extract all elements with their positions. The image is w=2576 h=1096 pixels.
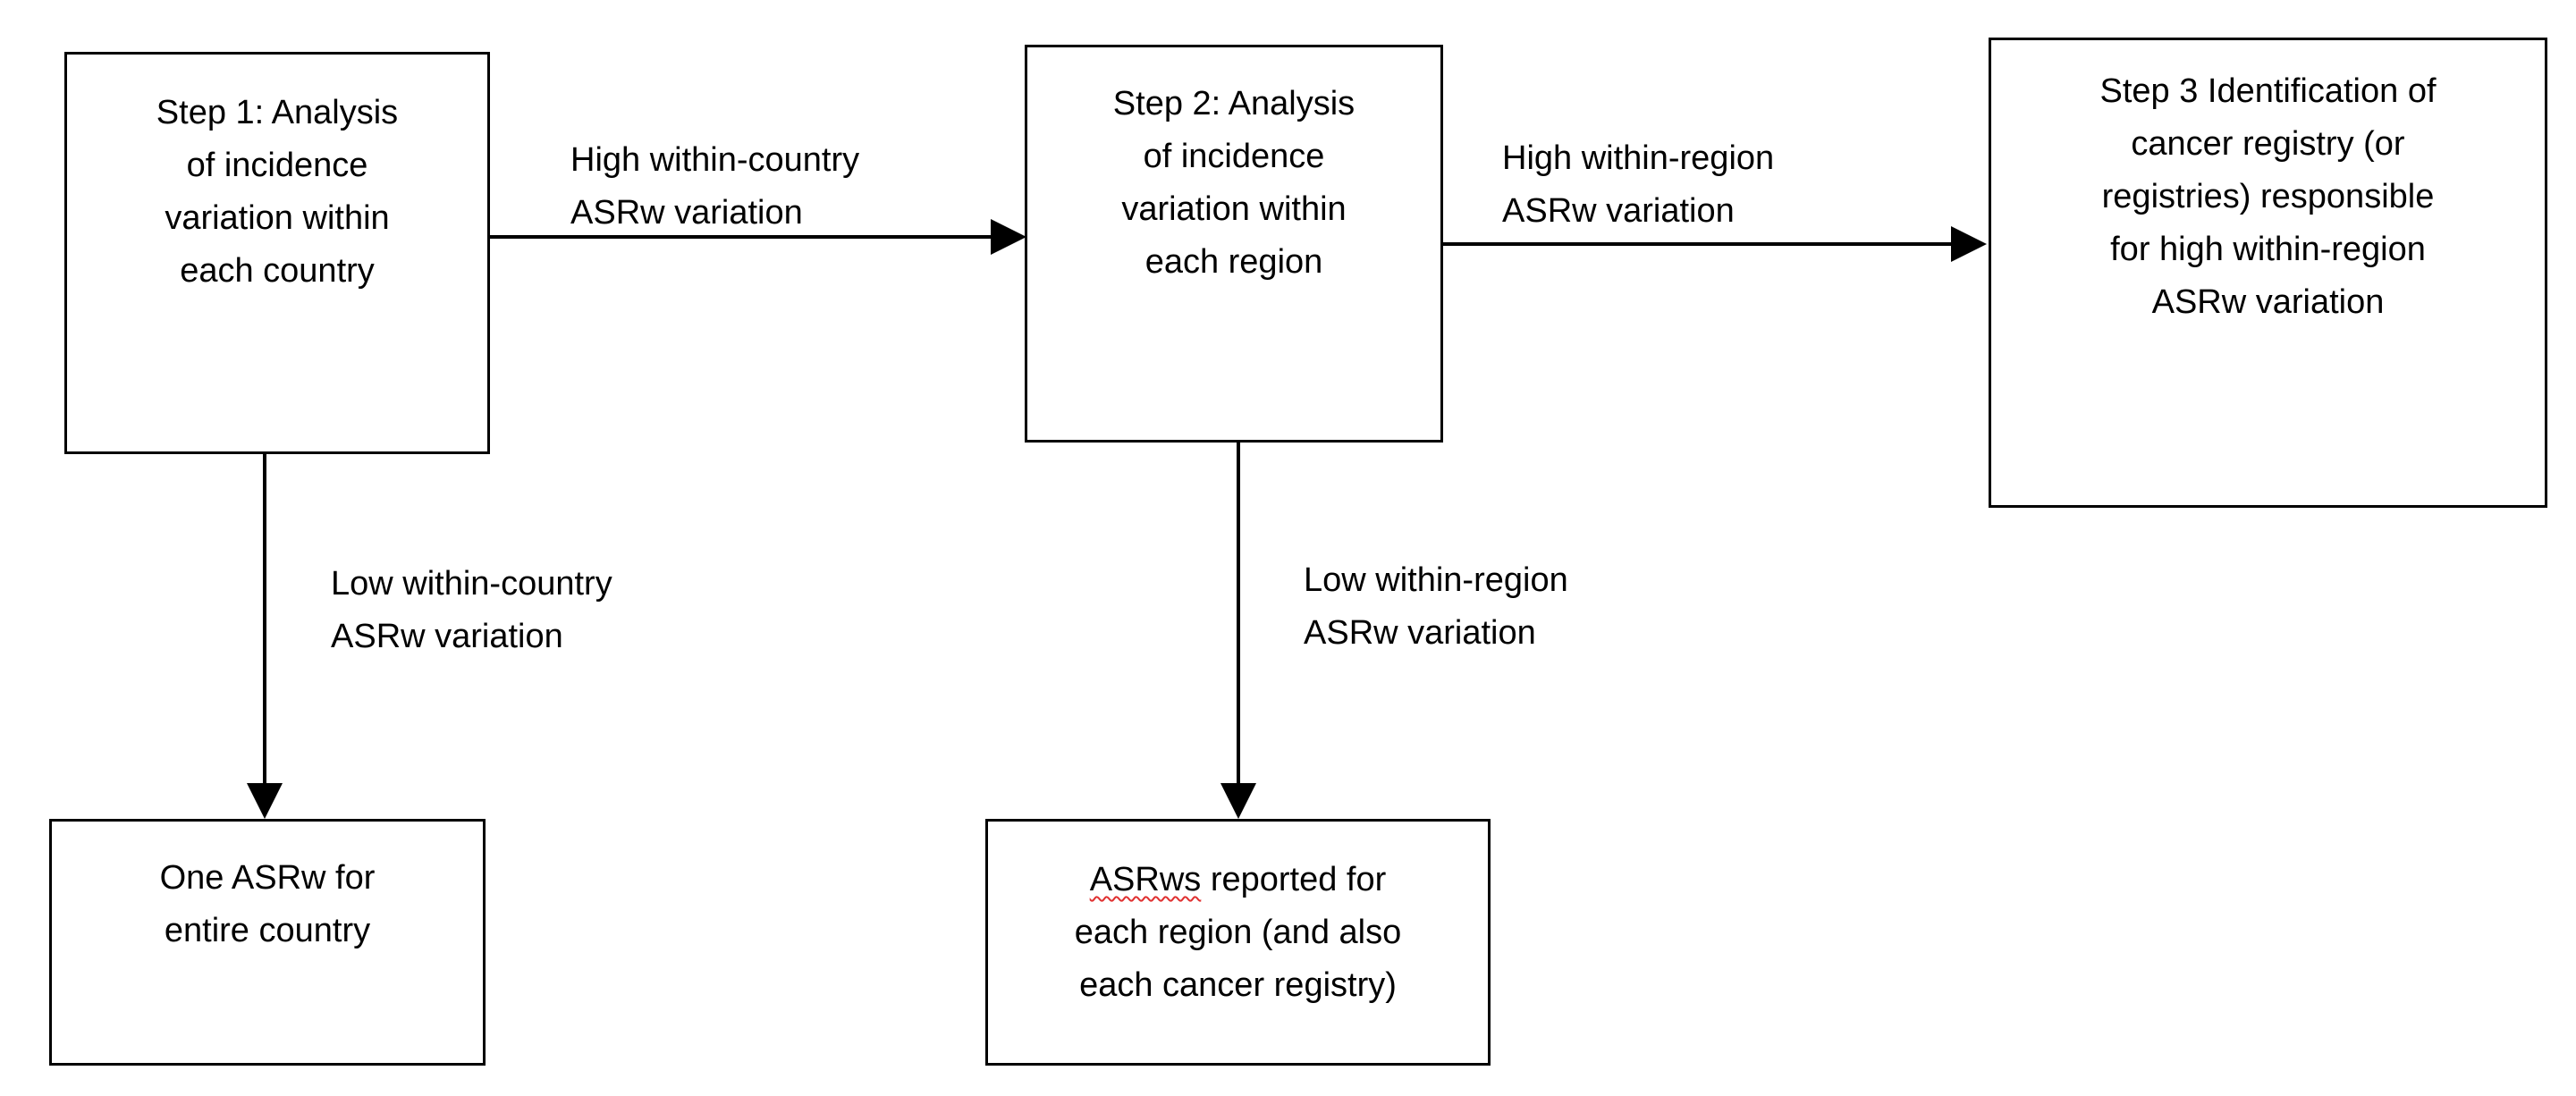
step1-box: Step 1: Analysis of incidence variation … xyxy=(64,52,490,454)
edge-label-low-within-country: Low within-country ASRw variation xyxy=(331,558,612,663)
one-asrw-line: entire country xyxy=(164,912,371,949)
edge-label-line: ASRw variation xyxy=(570,194,803,232)
step3-line: ASRw variation xyxy=(2151,283,2385,321)
asrws-reported-line: ASRws reported for xyxy=(1075,854,1401,906)
asrws-reported-line1-rest: reported for xyxy=(1201,861,1387,898)
step1-line: variation within xyxy=(165,199,390,237)
edge-label-line: High within-country xyxy=(570,141,860,179)
one-asrw-text: One ASRw for entire country xyxy=(160,852,376,1063)
asrws-reported-box: ASRws reported for each region (and also… xyxy=(985,819,1491,1066)
step2-line: of incidence xyxy=(1143,138,1325,175)
edge-label-line: Low within-region xyxy=(1304,561,1568,599)
step3-line: Step 3 Identification of xyxy=(2099,72,2437,110)
edge-label-line: ASRw variation xyxy=(1304,614,1536,652)
step2-line: variation within xyxy=(1121,190,1347,228)
edge-label-line: High within-region xyxy=(1502,139,1775,177)
edge-label-high-within-country: High within-country ASRw variation xyxy=(570,134,859,240)
step2-text: Step 2: Analysis of incidence variation … xyxy=(1113,78,1355,440)
asrws-reported-line: each cancer registry) xyxy=(1079,966,1397,1004)
edge-label-low-within-region: Low within-region ASRw variation xyxy=(1304,554,1568,660)
edge-label-line: Low within-country xyxy=(331,565,612,603)
step2-box: Step 2: Analysis of incidence variation … xyxy=(1025,45,1443,443)
step2-line: each region xyxy=(1144,243,1323,281)
step2-line: Step 2: Analysis xyxy=(1112,85,1356,122)
step3-line: registries) responsible xyxy=(2101,178,2435,215)
step1-line: each country xyxy=(180,252,375,290)
step1-line: Step 1: Analysis xyxy=(156,94,399,131)
asrws-reported-text: ASRws reported for each region (and also… xyxy=(1075,854,1401,1063)
one-asrw-box: One ASRw for entire country xyxy=(49,819,486,1066)
step3-line: cancer registry (or xyxy=(2131,125,2405,163)
one-asrw-line: One ASRw for xyxy=(159,859,376,897)
edge-label-high-within-region: High within-region ASRw variation xyxy=(1502,132,1774,238)
step3-box: Step 3 Identification of cancer registry… xyxy=(1989,38,2547,508)
edge-label-line: ASRw variation xyxy=(331,618,563,655)
step3-text: Step 3 Identification of cancer registry… xyxy=(2099,65,2436,505)
step1-line: of incidence xyxy=(186,147,368,184)
spellcheck-underlined-word: ASRws xyxy=(1089,861,1202,898)
edge-label-line: ASRw variation xyxy=(1502,192,1735,230)
step1-text: Step 1: Analysis of incidence variation … xyxy=(156,87,398,451)
asrws-reported-line: each region (and also xyxy=(1074,914,1402,951)
step3-line: for high within-region xyxy=(2110,231,2426,268)
